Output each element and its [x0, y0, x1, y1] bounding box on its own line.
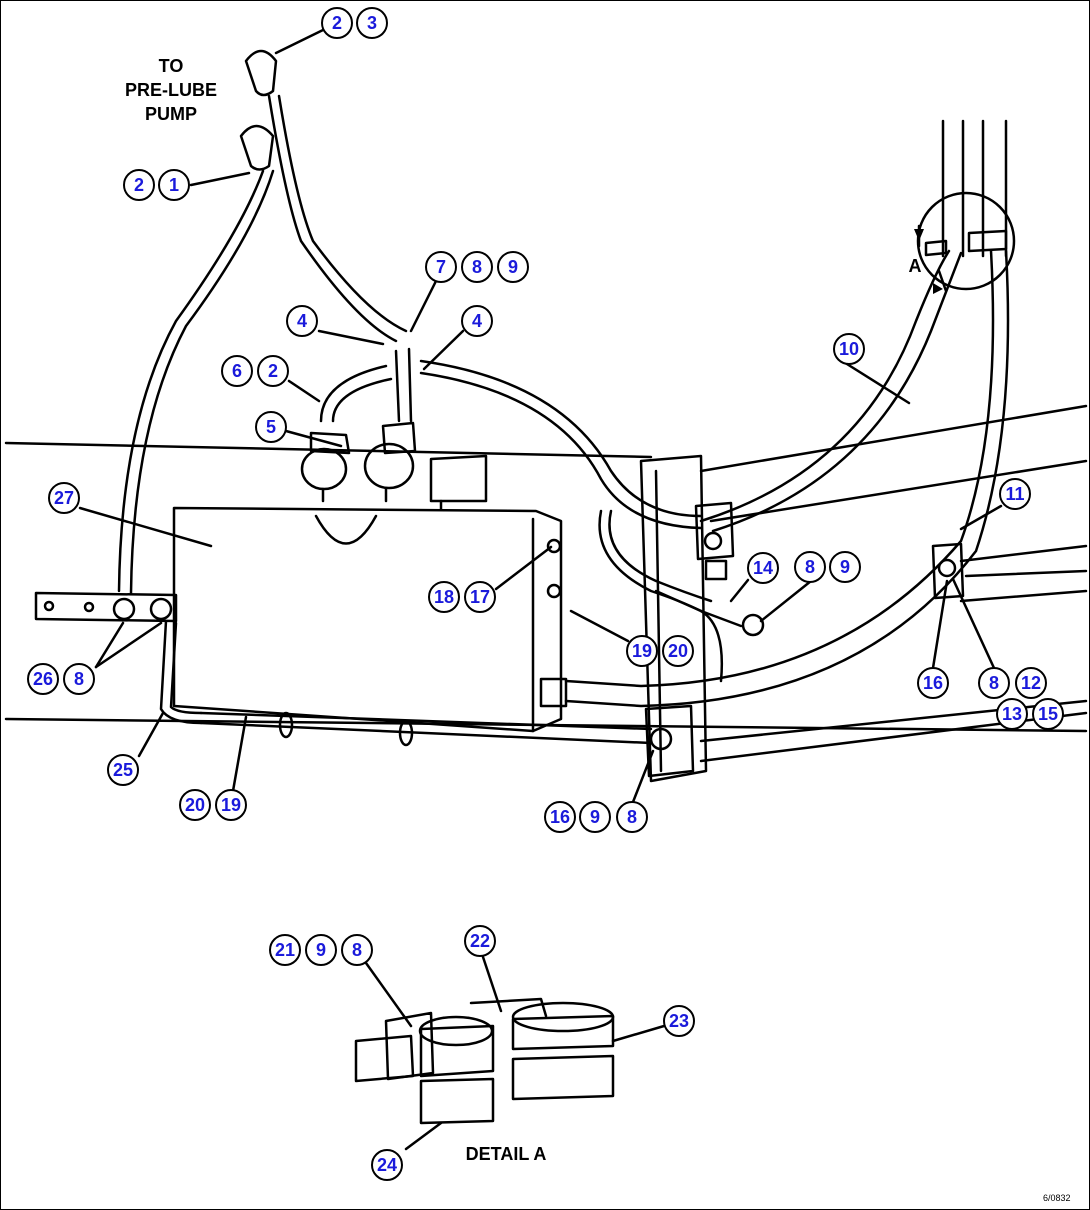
- callout-9: 9: [579, 801, 611, 833]
- callout-18: 18: [428, 581, 460, 613]
- callout-20: 20: [662, 635, 694, 667]
- callout-8: 8: [63, 663, 95, 695]
- callout-5: 5: [255, 411, 287, 443]
- to-label-line2: PRE-LUBE: [124, 80, 217, 100]
- callout-10: 10: [833, 333, 865, 365]
- callout-9: 9: [305, 934, 337, 966]
- view-letter: A: [908, 256, 922, 276]
- callout-2: 2: [123, 169, 155, 201]
- callout-25: 25: [107, 754, 139, 786]
- callout-22: 22: [464, 925, 496, 957]
- callout-8: 8: [794, 551, 826, 583]
- callout-4: 4: [461, 305, 493, 337]
- callout-7: 7: [425, 251, 457, 283]
- callout-6: 6: [221, 355, 253, 387]
- callout-13: 13: [996, 698, 1028, 730]
- callout-8: 8: [461, 251, 493, 283]
- callout-1: 1: [158, 169, 190, 201]
- callout-8: 8: [616, 801, 648, 833]
- callout-11: 11: [999, 478, 1031, 510]
- callout-15: 15: [1032, 698, 1064, 730]
- callout-4: 4: [286, 305, 318, 337]
- callout-19: 19: [626, 635, 658, 667]
- callout-17: 17: [464, 581, 496, 613]
- to-label-line1: TO: [158, 56, 184, 76]
- callout-21: 21: [269, 934, 301, 966]
- callout-20: 20: [179, 789, 211, 821]
- figure-code: 6/0832: [1043, 1193, 1071, 1203]
- callout-12: 12: [1015, 667, 1047, 699]
- callout-27: 27: [48, 482, 80, 514]
- callout-23: 23: [663, 1005, 695, 1037]
- detail-title: DETAIL A: [465, 1144, 547, 1164]
- callout-2: 2: [257, 355, 289, 387]
- callout-9: 9: [497, 251, 529, 283]
- callout-19: 19: [215, 789, 247, 821]
- callout-2: 2: [321, 7, 353, 39]
- callout-26: 26: [27, 663, 59, 695]
- callout-8: 8: [978, 667, 1010, 699]
- callout-16: 16: [544, 801, 576, 833]
- callout-3: 3: [356, 7, 388, 39]
- to-label-line3: PUMP: [144, 104, 197, 124]
- callout-8: 8: [341, 934, 373, 966]
- callout-16: 16: [917, 667, 949, 699]
- callout-9: 9: [829, 551, 861, 583]
- callout-24: 24: [371, 1149, 403, 1181]
- callout-14: 14: [747, 552, 779, 584]
